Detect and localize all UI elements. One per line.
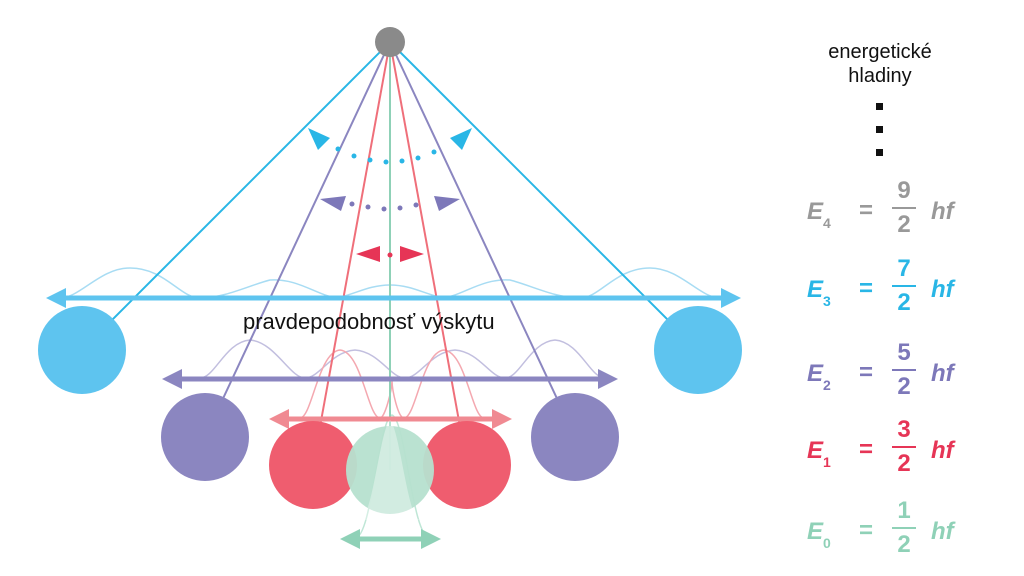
energy-unit: hf <box>931 518 954 545</box>
bob-level2-right <box>531 393 619 481</box>
fraction-bar <box>892 446 916 448</box>
fraction-denominator: 2 <box>897 211 911 238</box>
ellipsis-dot <box>876 103 883 110</box>
fraction-numerator: 9 <box>897 177 911 204</box>
energy-symbol: E2 <box>807 360 831 393</box>
bob-level1-left <box>269 421 357 509</box>
energy-unit: hf <box>931 198 954 225</box>
bob-level0 <box>346 426 434 514</box>
energy-symbol: E1 <box>807 437 831 470</box>
fraction-bar <box>892 527 916 529</box>
fraction-bar <box>892 207 916 209</box>
fraction-denominator: 2 <box>897 531 911 558</box>
swing-arc-level2 <box>320 196 460 212</box>
fraction-bar <box>892 369 916 371</box>
energy-unit: hf <box>931 360 954 387</box>
energy-symbol: E4 <box>807 198 831 231</box>
ground-state-probability-shade <box>360 420 420 520</box>
bob-level3-left <box>38 306 126 394</box>
energy-unit: hf <box>931 276 954 303</box>
string-level3-right <box>389 41 699 351</box>
bob-level2-left <box>161 393 249 481</box>
fraction-numerator: 5 <box>897 339 911 366</box>
swing-arc-level3 <box>308 128 472 165</box>
energy-unit: hf <box>931 437 954 464</box>
pendulum-diagram: pravdepodobnosť výskytu <box>38 27 742 549</box>
title-line2: hladiny <box>848 65 912 87</box>
ellipsis-dot <box>876 126 883 133</box>
fraction-numerator: 3 <box>897 416 911 443</box>
fraction-bar <box>892 285 916 287</box>
swing-arc-level1 <box>356 246 424 262</box>
equals-sign: = <box>859 517 874 544</box>
fraction-denominator: 2 <box>897 289 911 316</box>
probability-label: pravdepodobnosť výskytu <box>243 309 495 334</box>
string-level3-left <box>81 41 391 351</box>
equals-sign: = <box>859 275 874 302</box>
string-level1-right <box>389 41 468 466</box>
energy-levels-title: energetické hladiny <box>780 40 980 88</box>
fraction-denominator: 2 <box>897 373 911 400</box>
fraction-denominator: 2 <box>897 450 911 477</box>
fraction-numerator: 1 <box>897 497 911 524</box>
pivot-point <box>375 27 405 57</box>
string-level1-left <box>312 41 391 466</box>
bob-level1-right <box>423 421 511 509</box>
equals-sign: = <box>859 197 874 224</box>
fraction-numerator: 7 <box>897 255 911 282</box>
title-line1: energetické <box>828 41 932 63</box>
equals-sign: = <box>859 359 874 386</box>
energy-symbol: E3 <box>807 276 831 309</box>
equals-sign: = <box>859 436 874 463</box>
bob-level3-right <box>654 306 742 394</box>
energy-symbol: E0 <box>807 518 831 551</box>
ellipsis-dot <box>876 149 883 156</box>
